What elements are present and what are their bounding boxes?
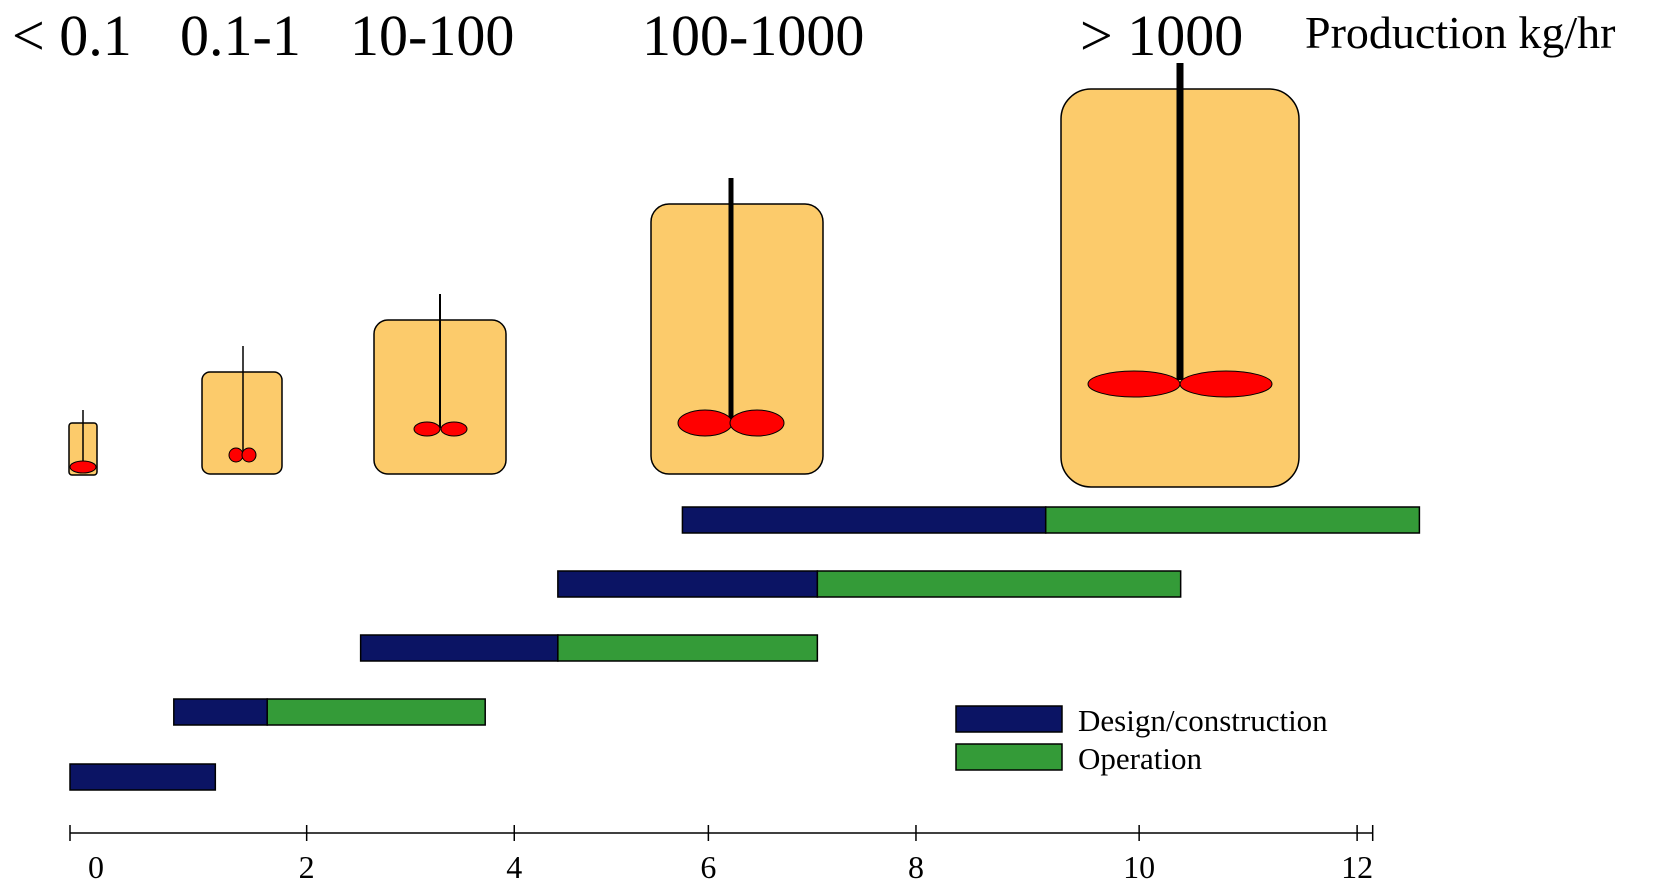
legend-label-operation: Operation bbox=[1078, 741, 1202, 776]
operation-bar-5 bbox=[1044, 506, 1421, 534]
legend-swatch-operation bbox=[955, 743, 1063, 771]
x-tick-label-10: 10 bbox=[1123, 849, 1155, 881]
operation-bar-2 bbox=[266, 698, 486, 726]
legend-swatch-design bbox=[955, 705, 1063, 733]
vessel-body-icon bbox=[650, 203, 824, 475]
x-tick-label-0: 0 bbox=[88, 849, 104, 881]
impeller-left-icon bbox=[228, 447, 244, 463]
vessel-body-icon bbox=[201, 371, 283, 475]
scale-label-lt-0.1: < 0.1 bbox=[12, 3, 132, 68]
scale-label-0.1-1: 0.1-1 bbox=[180, 3, 301, 68]
x-axis: 0 2 4 6 8 10 12 bbox=[69, 825, 1374, 885]
x-tick-label-8: 8 bbox=[908, 849, 924, 881]
scale-label-10-100: 10-100 bbox=[350, 3, 514, 68]
impeller-left-icon bbox=[413, 421, 441, 437]
scale-label-100-1000: 100-1000 bbox=[642, 3, 864, 68]
timeline-bars bbox=[69, 506, 1421, 791]
operation-bar-3 bbox=[557, 634, 819, 662]
design-bar-3 bbox=[359, 634, 559, 662]
impeller-left-icon bbox=[677, 409, 733, 437]
design-bar-5 bbox=[681, 506, 1047, 534]
impeller-right-icon bbox=[729, 409, 785, 437]
reactor-vessel-3 bbox=[373, 294, 507, 475]
reactor-vessel-5 bbox=[1060, 63, 1300, 488]
design-bar-1 bbox=[69, 763, 217, 791]
scale-label-gt-1000: > 1000 bbox=[1080, 3, 1243, 68]
x-tick-label-2: 2 bbox=[299, 849, 315, 881]
impeller-right-icon bbox=[440, 421, 468, 437]
reactor-vessels bbox=[68, 63, 1300, 488]
design-bar-4 bbox=[557, 570, 819, 598]
reactor-vessel-4 bbox=[650, 178, 824, 475]
impeller-left-icon bbox=[1087, 370, 1181, 398]
legend-label-design: Design/construction bbox=[1078, 703, 1328, 738]
impeller-icon bbox=[69, 460, 97, 474]
reactor-vessel-2 bbox=[201, 346, 283, 475]
reactor-vessel-1 bbox=[68, 410, 98, 476]
impeller-right-icon bbox=[1179, 370, 1273, 398]
units-label: Production kg/hr bbox=[1305, 7, 1615, 58]
operation-bar-4 bbox=[816, 570, 1182, 598]
impeller-right-icon bbox=[241, 447, 257, 463]
x-tick-label-6: 6 bbox=[700, 849, 716, 881]
x-tick-label-12: 12 bbox=[1341, 849, 1373, 881]
design-bar-2 bbox=[173, 698, 268, 726]
scale-header: < 0.1 0.1-1 10-100 100-1000 > 1000 Produ… bbox=[12, 3, 1615, 68]
x-tick-label-4: 4 bbox=[506, 849, 522, 881]
